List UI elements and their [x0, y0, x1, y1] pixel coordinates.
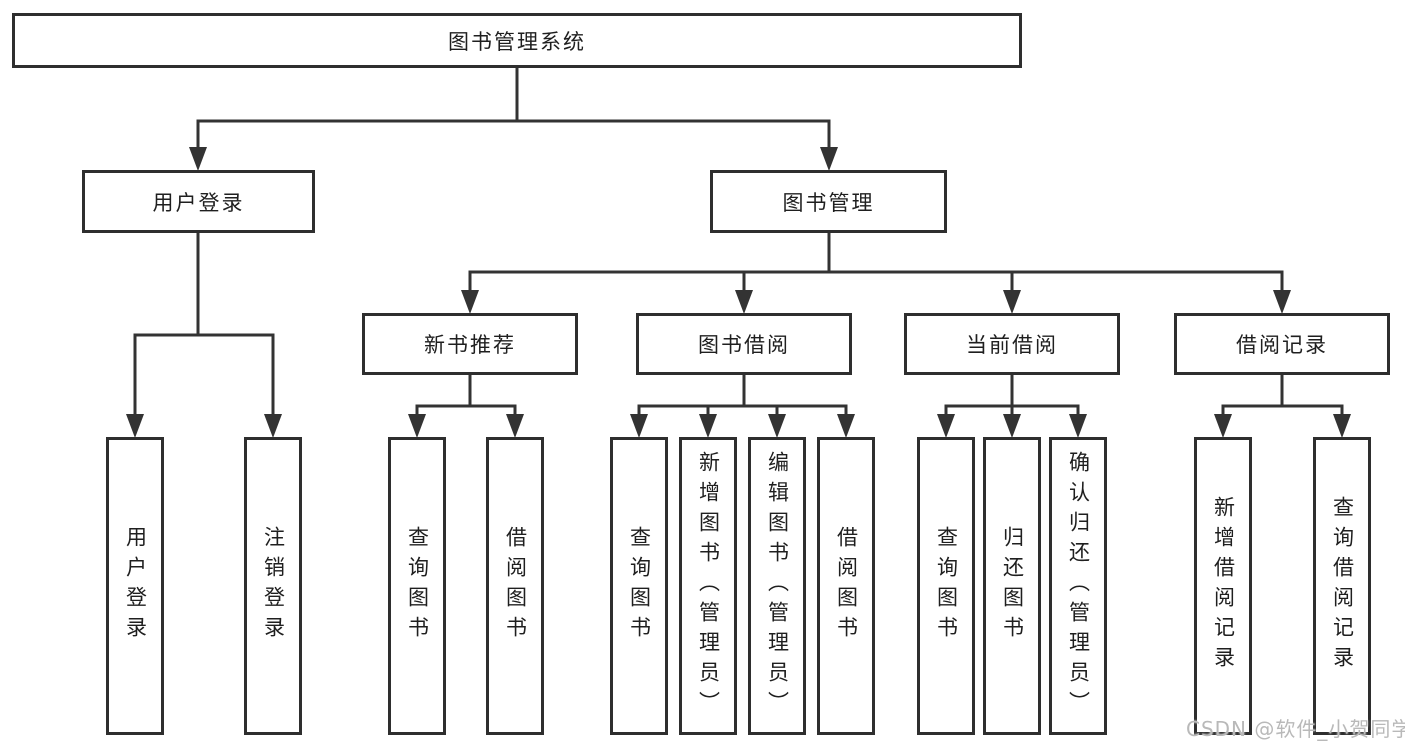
node-root-label: 图书管理系统: [448, 29, 586, 54]
node-root: 图书管理系统: [12, 13, 1022, 68]
node-cb-query-books: 查询图书: [917, 437, 975, 735]
node-user-login-label: 用户登录: [152, 190, 245, 215]
connector-book-management-to-level3: [461, 231, 1291, 314]
node-cb-confirm-return-admin: 确认归还（管理员）: [1049, 437, 1107, 735]
node-new-book-recommend: 新书推荐: [362, 313, 578, 375]
node-leaf-user-login: 用户登录: [106, 437, 164, 735]
node-cb-return-books: 归还图书: [983, 437, 1041, 735]
node-bb-add-books-admin-label: 新增图书（管理员）: [696, 451, 721, 721]
node-br-add-record-label: 新增借阅记录: [1211, 496, 1236, 676]
node-user-login: 用户登录: [82, 170, 315, 233]
node-br-query-record: 查询借阅记录: [1313, 437, 1371, 735]
connector-borrow-record-to-leaves: [1214, 373, 1351, 438]
node-bb-query-books-label: 查询图书: [627, 526, 652, 646]
node-leaf-user-login-label: 用户登录: [123, 526, 148, 646]
node-book-management: 图书管理: [710, 170, 947, 233]
node-nbr-query-books-label: 查询图书: [405, 526, 430, 646]
connector-user-login-to-leaves: [126, 231, 282, 438]
connector-root-to-level2: [189, 66, 838, 171]
connector-book-borrow-to-leaves: [630, 373, 855, 438]
node-book-borrow: 图书借阅: [636, 313, 852, 375]
node-nbr-borrow-books-label: 借阅图书: [503, 526, 528, 646]
node-book-borrow-label: 图书借阅: [698, 333, 790, 357]
node-leaf-logout: 注销登录: [244, 437, 302, 735]
node-nbr-query-books: 查询图书: [388, 437, 446, 735]
node-leaf-logout-label: 注销登录: [261, 526, 286, 646]
node-bb-edit-books-admin-label: 编辑图书（管理员）: [765, 451, 790, 721]
node-current-borrow: 当前借阅: [904, 313, 1120, 375]
node-bb-query-books: 查询图书: [610, 437, 668, 735]
connector-new-book-recommend-to-leaves: [408, 373, 524, 438]
node-bb-borrow-books: 借阅图书: [817, 437, 875, 735]
node-br-query-record-label: 查询借阅记录: [1330, 496, 1355, 676]
node-br-add-record: 新增借阅记录: [1194, 437, 1252, 735]
csdn-watermark: CSDN @软件_小贺同学: [1186, 717, 1405, 741]
node-current-borrow-label: 当前借阅: [966, 333, 1058, 357]
node-cb-confirm-return-admin-label: 确认归还（管理员）: [1066, 451, 1091, 721]
node-bb-borrow-books-label: 借阅图书: [834, 526, 859, 646]
node-bb-add-books-admin: 新增图书（管理员）: [679, 437, 737, 735]
node-borrow-record: 借阅记录: [1174, 313, 1390, 375]
node-cb-return-books-label: 归还图书: [1000, 526, 1025, 646]
node-bb-edit-books-admin: 编辑图书（管理员）: [748, 437, 806, 735]
node-new-book-recommend-label: 新书推荐: [424, 333, 516, 357]
node-nbr-borrow-books: 借阅图书: [486, 437, 544, 735]
node-cb-query-books-label: 查询图书: [934, 526, 959, 646]
node-borrow-record-label: 借阅记录: [1236, 333, 1328, 357]
node-book-management-label: 图书管理: [782, 190, 875, 215]
connector-current-borrow-to-leaves: [937, 373, 1087, 438]
